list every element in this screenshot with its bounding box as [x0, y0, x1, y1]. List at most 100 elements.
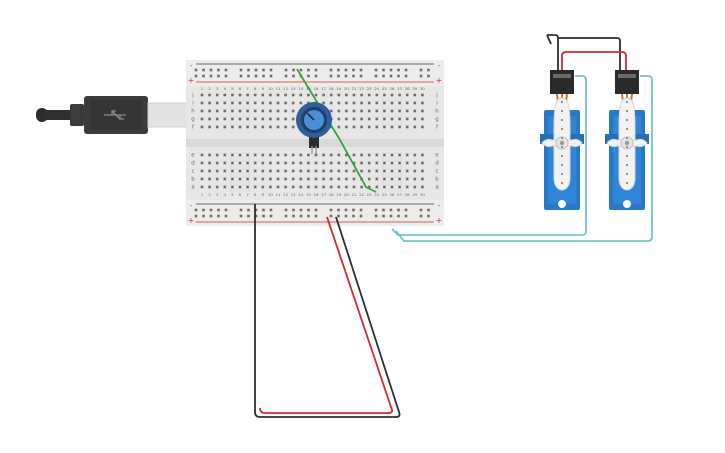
rail-hole[interactable] — [239, 208, 243, 212]
terminal-hole[interactable] — [352, 109, 356, 113]
rail-hole[interactable] — [337, 214, 340, 218]
terminal-hole[interactable] — [390, 93, 394, 97]
terminal-hole[interactable] — [345, 109, 348, 113]
terminal-hole[interactable] — [253, 125, 257, 129]
terminal-hole[interactable] — [375, 169, 379, 173]
rail-hole[interactable] — [314, 74, 318, 78]
terminal-hole[interactable] — [421, 161, 424, 165]
terminal-hole[interactable] — [413, 161, 417, 165]
terminal-hole[interactable] — [238, 185, 242, 189]
terminal-hole[interactable] — [367, 177, 371, 181]
terminal-hole[interactable] — [284, 185, 287, 189]
terminal-hole[interactable] — [284, 169, 287, 173]
rail-hole[interactable] — [239, 74, 243, 78]
terminal-hole[interactable] — [375, 101, 379, 105]
rail-hole[interactable] — [427, 74, 430, 78]
terminal-hole[interactable] — [375, 93, 379, 97]
rail-hole[interactable] — [224, 208, 228, 212]
terminal-hole[interactable] — [405, 161, 409, 165]
rail-hole[interactable] — [247, 68, 250, 72]
terminal-hole[interactable] — [307, 169, 310, 173]
terminal-hole[interactable] — [413, 185, 417, 189]
terminal-hole[interactable] — [261, 161, 265, 165]
terminal-hole[interactable] — [383, 125, 386, 129]
terminal-hole[interactable] — [345, 185, 348, 189]
terminal-hole[interactable] — [261, 109, 265, 113]
rail-hole[interactable] — [254, 74, 258, 78]
terminal-hole[interactable] — [421, 185, 424, 189]
rail-hole[interactable] — [284, 208, 288, 212]
terminal-hole[interactable] — [276, 109, 280, 113]
terminal-hole[interactable] — [276, 101, 280, 105]
terminal-hole[interactable] — [367, 101, 371, 105]
rail-hole[interactable] — [427, 68, 430, 72]
terminal-hole[interactable] — [284, 125, 287, 129]
rail-hole[interactable] — [217, 74, 220, 78]
rail-hole[interactable] — [329, 68, 333, 72]
terminal-hole[interactable] — [337, 185, 341, 189]
rail-hole[interactable] — [202, 214, 205, 218]
rail-hole[interactable] — [397, 208, 400, 212]
rail-hole[interactable] — [292, 68, 295, 72]
rail-hole[interactable] — [389, 214, 393, 218]
terminal-hole[interactable] — [337, 101, 341, 105]
terminal-hole[interactable] — [238, 125, 242, 129]
terminal-hole[interactable] — [246, 185, 249, 189]
terminal-hole[interactable] — [276, 169, 280, 173]
terminal-hole[interactable] — [405, 169, 409, 173]
terminal-hole[interactable] — [322, 153, 325, 157]
wire-teal-servo-1[interactable] — [391, 75, 587, 236]
rail-hole[interactable] — [307, 68, 310, 72]
terminal-hole[interactable] — [223, 185, 227, 189]
rail-hole[interactable] — [397, 214, 400, 218]
terminal-hole[interactable] — [276, 125, 280, 129]
terminal-hole[interactable] — [238, 117, 242, 121]
terminal-hole[interactable] — [215, 161, 219, 165]
terminal-hole[interactable] — [246, 109, 249, 113]
terminal-hole[interactable] — [246, 177, 249, 181]
rail-hole[interactable] — [337, 208, 340, 212]
rail-hole[interactable] — [209, 208, 213, 212]
rail-hole[interactable] — [194, 68, 198, 72]
terminal-hole[interactable] — [269, 153, 272, 157]
rail-hole[interactable] — [247, 214, 250, 218]
terminal-hole[interactable] — [276, 117, 280, 121]
terminal-hole[interactable] — [215, 169, 219, 173]
terminal-hole[interactable] — [345, 177, 348, 181]
rail-hole[interactable] — [374, 214, 378, 218]
rail-hole[interactable] — [329, 214, 333, 218]
terminal-hole[interactable] — [375, 109, 379, 113]
terminal-hole[interactable] — [269, 177, 272, 181]
terminal-hole[interactable] — [405, 109, 409, 113]
terminal-hole[interactable] — [223, 117, 227, 121]
terminal-hole[interactable] — [223, 169, 227, 173]
terminal-hole[interactable] — [367, 93, 371, 97]
terminal-hole[interactable] — [200, 185, 204, 189]
terminal-hole[interactable] — [291, 153, 295, 157]
terminal-hole[interactable] — [383, 101, 386, 105]
terminal-hole[interactable] — [299, 153, 303, 157]
terminal-hole[interactable] — [421, 101, 424, 105]
terminal-hole[interactable] — [398, 177, 401, 181]
rail-hole[interactable] — [397, 74, 400, 78]
rail-hole[interactable] — [254, 214, 258, 218]
terminal-hole[interactable] — [307, 185, 310, 189]
rail-hole[interactable] — [284, 68, 288, 72]
terminal-hole[interactable] — [291, 101, 295, 105]
rail-hole[interactable] — [224, 74, 228, 78]
servo-motor-icon[interactable] — [540, 70, 584, 210]
rail-hole[interactable] — [292, 214, 295, 218]
terminal-hole[interactable] — [215, 117, 219, 121]
terminal-hole[interactable] — [337, 125, 341, 129]
terminal-hole[interactable] — [231, 109, 234, 113]
terminal-hole[interactable] — [215, 125, 219, 129]
rail-hole[interactable] — [269, 68, 273, 72]
terminal-hole[interactable] — [307, 93, 310, 97]
terminal-hole[interactable] — [367, 125, 371, 129]
rail-hole[interactable] — [209, 214, 213, 218]
rail-hole[interactable] — [382, 74, 385, 78]
terminal-hole[interactable] — [390, 169, 394, 173]
terminal-hole[interactable] — [345, 93, 348, 97]
terminal-hole[interactable] — [200, 153, 204, 157]
terminal-hole[interactable] — [238, 161, 242, 165]
